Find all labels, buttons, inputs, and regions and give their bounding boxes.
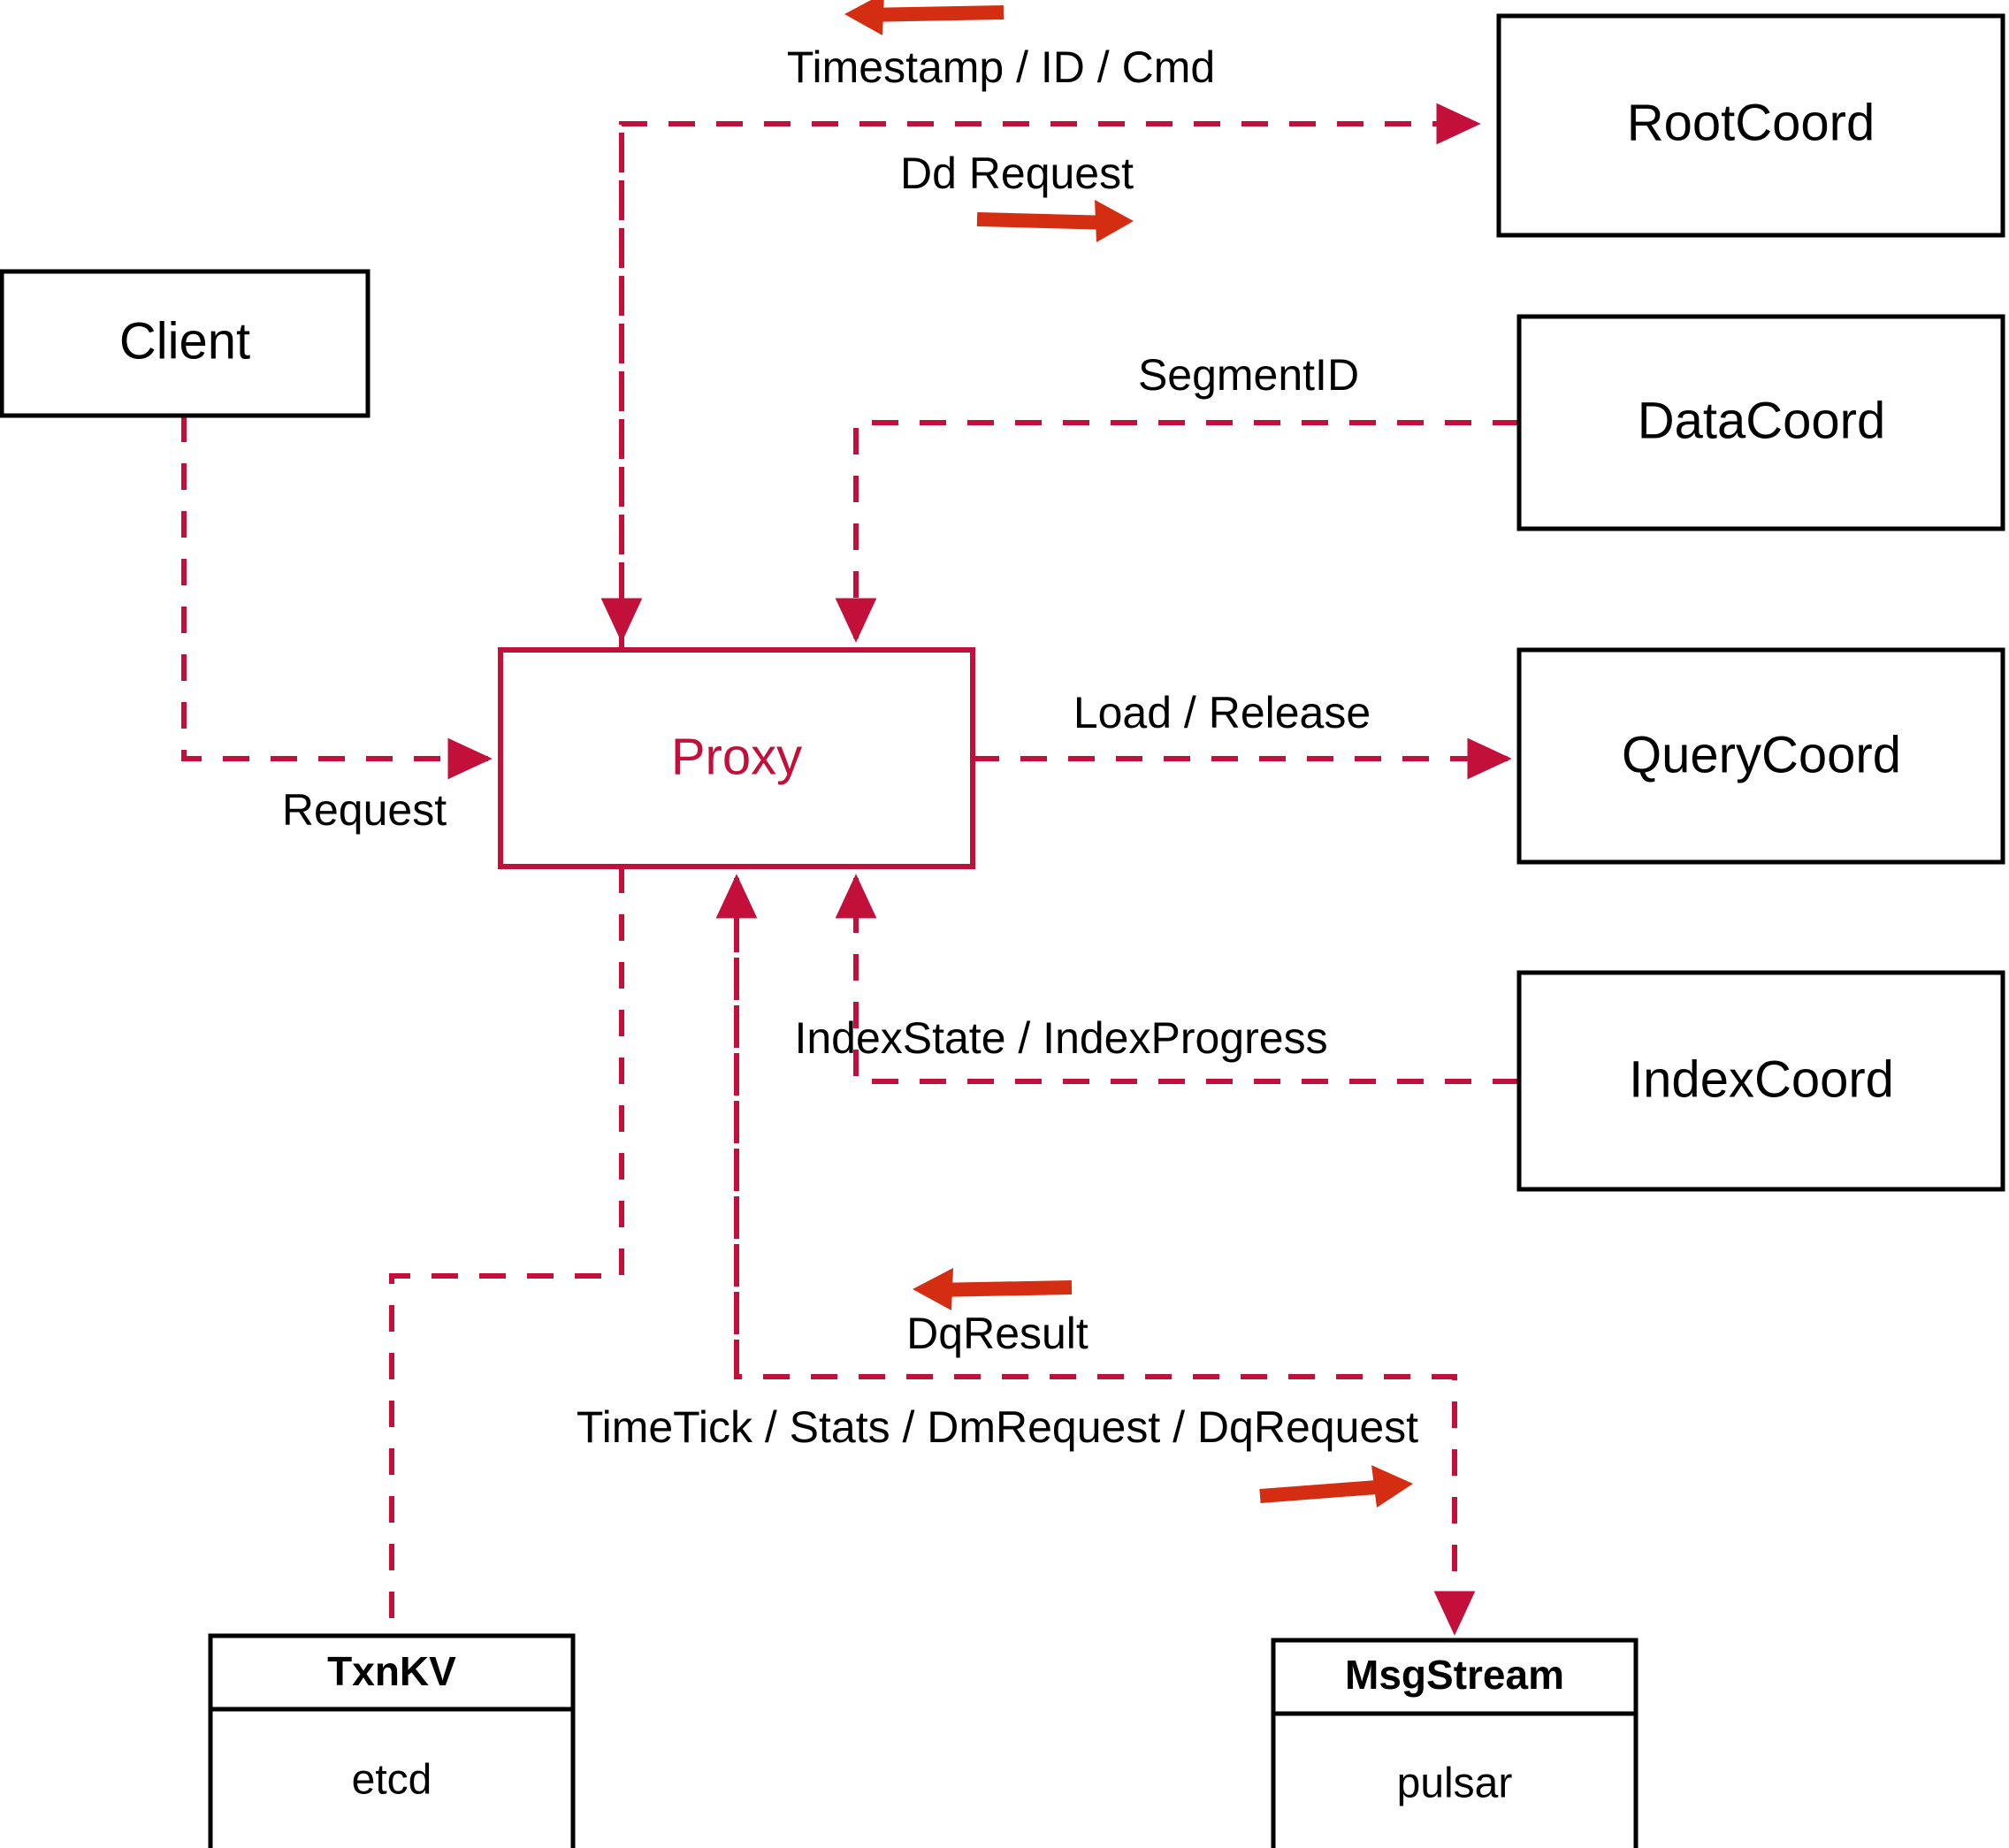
edge-label-index-state-progress: IndexState / IndexProgress — [794, 1013, 1327, 1063]
node-msgstream[interactable]: MsgStream pulsar — [1271, 1638, 1639, 1848]
node-client-label: Client — [119, 312, 250, 370]
direction-arrow-dd-request-right — [976, 200, 1134, 242]
node-root-coord-label: RootCoord — [1627, 94, 1875, 151]
edge-label-dd-request: Dd Request — [900, 149, 1134, 198]
node-msgstream-title: MsgStream — [1345, 1652, 1564, 1698]
edge-label-load-release: Load / Release — [1073, 688, 1371, 737]
edge-request — [181, 416, 493, 780]
node-data-coord[interactable]: DataCoord — [1516, 314, 2005, 531]
edge-dd-request — [619, 103, 1481, 650]
direction-arrow-timetick-right — [1259, 1465, 1413, 1508]
node-txnkv-title: TxnKV — [327, 1648, 456, 1694]
edge-label-timestamp-id-cmd: Timestamp / ID / Cmd — [787, 42, 1215, 92]
edge-label-timetick-stats-dm-dq: TimeTick / Stats / DmRequest / DqRequest — [577, 1402, 1418, 1452]
direction-arrow-dq-result-left — [913, 1268, 1073, 1310]
node-index-coord[interactable]: IndexCoord — [1516, 970, 2005, 1192]
edge-label-dq-result: DqResult — [906, 1309, 1089, 1358]
edge-txnkv-link — [389, 867, 624, 1636]
node-proxy-label: Proxy — [671, 728, 802, 785]
node-query-coord-label: QueryCoord — [1622, 726, 1901, 783]
edge-segment-id — [835, 420, 1519, 643]
node-index-coord-label: IndexCoord — [1629, 1050, 1894, 1108]
node-query-coord[interactable]: QueryCoord — [1516, 647, 2005, 865]
node-proxy[interactable]: Proxy — [498, 647, 975, 869]
node-txnkv-impl: etcd — [352, 1757, 432, 1804]
node-data-coord-label: DataCoord — [1638, 392, 1885, 449]
edge-label-request: Request — [282, 785, 447, 835]
node-msgstream-impl: pulsar — [1397, 1760, 1513, 1807]
direction-arrow-timestamp-left — [844, 0, 1004, 35]
node-root-coord[interactable]: RootCoord — [1496, 13, 2005, 238]
edge-label-segment-id: SegmentID — [1138, 350, 1359, 400]
edge-timetick-stats-dm-dq — [734, 878, 1476, 1636]
node-client[interactable]: Client — [0, 269, 370, 418]
node-txnkv[interactable]: TxnKV etcd — [208, 1633, 576, 1848]
